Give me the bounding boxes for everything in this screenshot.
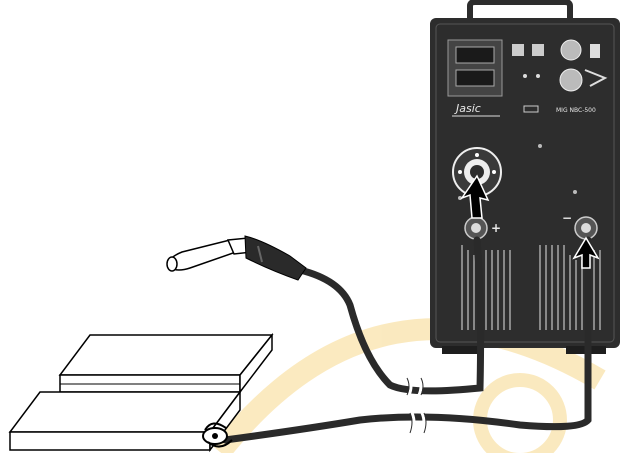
switch-2[interactable] [532,44,544,56]
machine-foot-left [442,346,482,354]
knob-upper[interactable] [561,40,581,60]
switch-1[interactable] [512,44,524,56]
mig-torch-icon[interactable] [167,236,306,280]
display-upper [456,47,494,63]
workpiece-plate-top [60,335,272,375]
brand-logo: Jasic [454,102,481,115]
indicator-light [523,74,527,78]
workpiece-plate-bottom [10,392,240,432]
knob-lower[interactable] [560,69,582,91]
display-lower [456,70,494,86]
minus-terminal-icon: − [562,211,572,225]
minus-terminal[interactable] [575,217,597,239]
machine-handle[interactable] [470,2,570,20]
plus-terminal[interactable] [465,217,487,239]
cable-break-marks [409,378,424,433]
indicator-light-2 [536,74,540,78]
model-label: MIG NBC-500 [556,107,596,114]
plus-terminal-icon: + [491,221,501,235]
switch-3[interactable] [590,44,600,58]
